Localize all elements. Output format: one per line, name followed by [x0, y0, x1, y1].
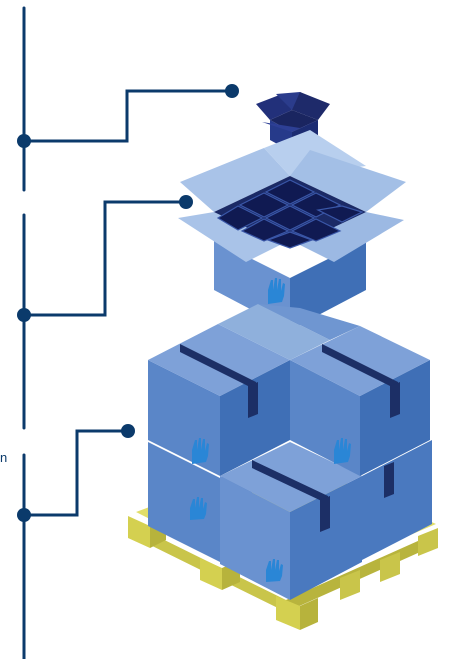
inner-carton	[178, 130, 406, 330]
node-dot-unit-box-right	[225, 84, 239, 98]
node-dot-unit-box-left	[17, 134, 31, 148]
pallet-load	[128, 304, 438, 630]
node-dot-pallet-left	[17, 508, 31, 522]
node-dot-inner-carton-right	[179, 195, 193, 209]
node-dot-inner-carton-left	[17, 308, 31, 322]
connector-pallet	[24, 431, 128, 515]
left-label-fragment: n	[0, 448, 12, 468]
connector-inner-carton	[24, 202, 186, 315]
connector-unit-box	[24, 91, 232, 141]
node-dot-pallet-right	[121, 424, 135, 438]
